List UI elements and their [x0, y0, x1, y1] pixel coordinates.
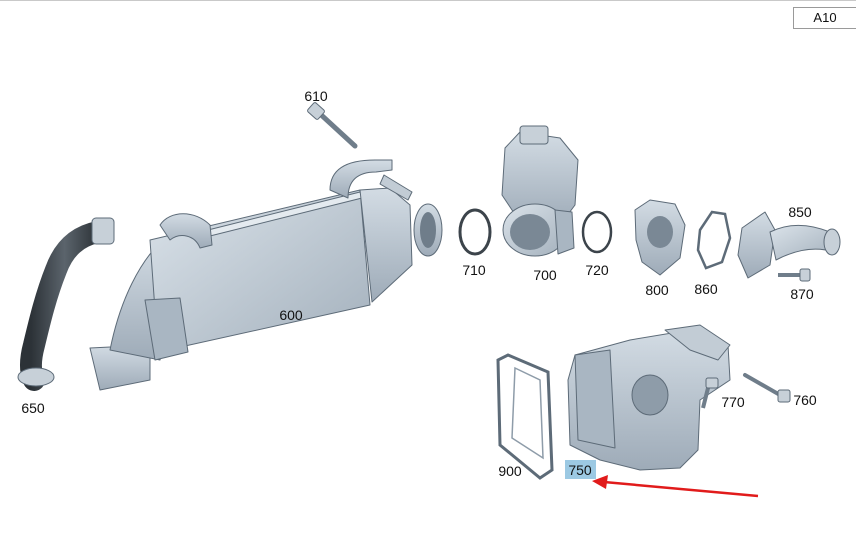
sheet-id-badge: A10 — [793, 7, 856, 29]
bolt-770 — [701, 377, 719, 409]
pipe-850 — [737, 211, 841, 279]
top-border-line — [0, 0, 856, 1]
bolt-870 — [778, 268, 811, 282]
hose-650 — [17, 217, 115, 391]
callout-710: 710 — [462, 262, 486, 278]
bolt-760 — [743, 373, 791, 403]
callout-highlight-750 — [565, 460, 596, 479]
callout-900: 900 — [498, 463, 522, 479]
callout-760: 760 — [793, 392, 817, 408]
callout-720: 720 — [585, 262, 609, 278]
clamp-ring-720 — [581, 210, 613, 254]
callout-600: 600 — [279, 307, 303, 323]
indicator-arrow — [592, 475, 759, 498]
callout-650: 650 — [21, 400, 45, 416]
callout-750: 750 — [568, 462, 592, 478]
callout-700: 700 — [533, 267, 557, 283]
callout-800: 800 — [645, 282, 669, 298]
gasket-ring-710 — [458, 208, 492, 256]
callout-850: 850 — [788, 204, 812, 220]
callout-870: 870 — [790, 286, 814, 302]
egr-valve-700 — [501, 125, 579, 257]
callout-860: 860 — [694, 281, 718, 297]
gasket-860 — [696, 210, 732, 270]
callout-770: 770 — [721, 394, 745, 410]
callout-610: 610 — [304, 88, 328, 104]
housing-750 — [567, 324, 731, 471]
bolt-610 — [307, 102, 358, 149]
egr-cooler-600 — [89, 159, 443, 391]
gasket-900 — [496, 353, 554, 480]
flange-800 — [634, 199, 686, 276]
